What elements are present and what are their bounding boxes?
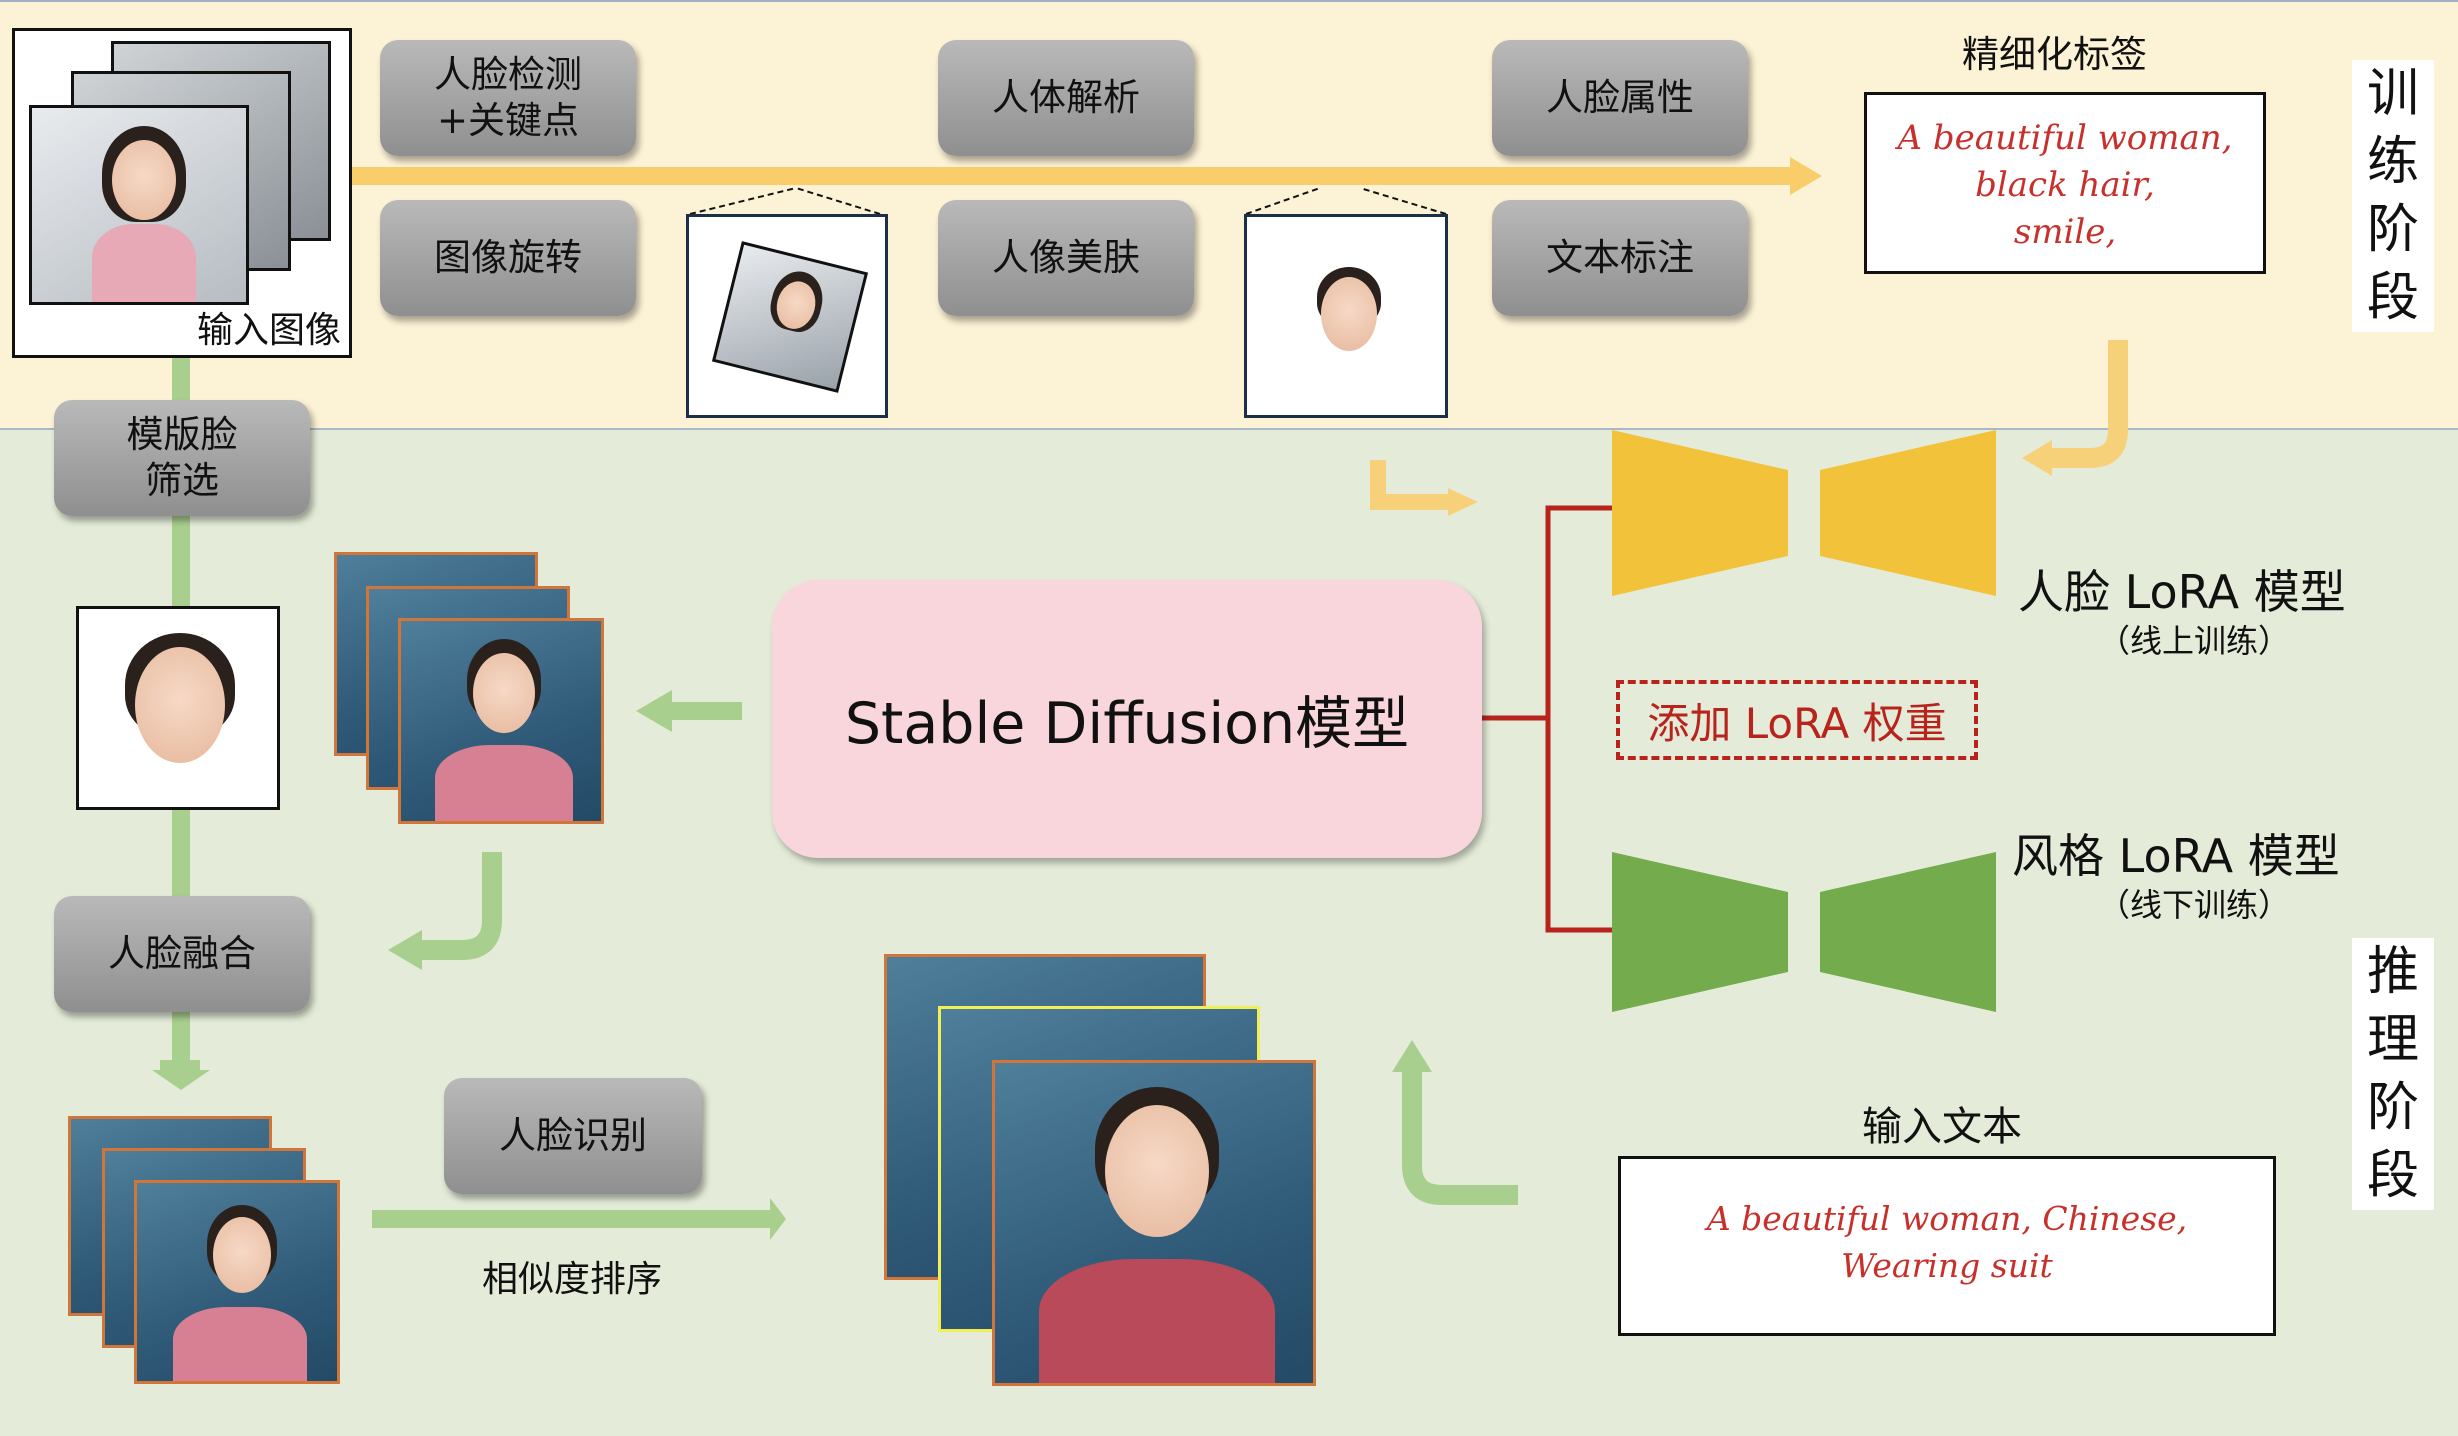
label-to-lora-arrow: [2048, 340, 2128, 468]
face-lora-label: 人脸 LoRA 模型: [2018, 565, 2346, 619]
text-to-model-arrow: [1402, 1070, 1518, 1205]
down-arrow-icon: [152, 1060, 210, 1090]
face-detect-button[interactable]: 人脸检测 +关键点: [380, 40, 636, 156]
fine-label-caption: A beautiful woman, black hair, smile,: [1864, 92, 2266, 274]
rotated-crop-photo: [711, 241, 869, 393]
text-label-button[interactable]: 文本标注: [1492, 200, 1748, 316]
similarity-label: 相似度排序: [482, 1259, 663, 1300]
input-text-caption[interactable]: A beautiful woman, Chinese, Wearing suit: [1618, 1156, 2276, 1336]
body-parse-button[interactable]: 人体解析: [938, 40, 1194, 156]
style-lora-encoder-shape: [1612, 852, 1788, 1012]
style-lora-decoder-shape: [1820, 852, 1996, 1012]
generated-photo-front: [398, 618, 604, 824]
skin-beauty-button[interactable]: 人像美肤: [938, 200, 1194, 316]
add-lora-weight-box: 添加 LoRA 权重: [1616, 680, 1978, 760]
face-lora-sub: （线上训练）: [2098, 622, 2291, 660]
style-lora-sub: （线下训练）: [2098, 886, 2291, 924]
inference-stage-label: 推理阶段: [2352, 938, 2434, 1210]
face-crop-icon: [1321, 277, 1377, 351]
preprocess-arrow-head-icon: [1790, 157, 1822, 195]
fine-label-title: 精细化标签: [1962, 33, 2147, 76]
template-select-button[interactable]: 模版脸 筛选: [54, 400, 310, 516]
similarity-arrow: [372, 1210, 772, 1228]
input-text-title: 输入文本: [1862, 1104, 2022, 1150]
left-arrow-icon: [636, 690, 672, 732]
template-face-icon: [135, 647, 225, 763]
curved-arrow-head-icon: [2022, 440, 2052, 476]
face-crop-panel: [1244, 214, 1448, 418]
stable-diffusion-label: Stable Diffusion模型: [844, 691, 1410, 757]
rotate-button[interactable]: 图像旋转: [380, 200, 636, 316]
rotated-crop-panel: [686, 214, 888, 418]
face-fusion-button[interactable]: 人脸融合: [54, 896, 310, 1012]
template-face-panel: [76, 606, 280, 810]
input-photo-front: [29, 105, 249, 305]
face-lora-decoder-shape: [1820, 430, 1996, 596]
input-image-label: 输入图像: [196, 310, 341, 351]
result-photo-final: [992, 1060, 1316, 1386]
preprocess-arrow: [352, 167, 1792, 185]
face-recognition-button[interactable]: 人脸识别: [444, 1078, 702, 1194]
fused-photo-front: [134, 1180, 340, 1384]
stable-diffusion-box[interactable]: Stable Diffusion模型: [772, 580, 1482, 858]
face-attr-button[interactable]: 人脸属性: [1492, 40, 1748, 156]
input-image-panel: 输入图像: [12, 28, 352, 358]
face-lora-encoder-shape: [1612, 430, 1788, 596]
style-lora-label: 风格 LoRA 模型: [2012, 829, 2340, 883]
training-stage-label: 训练阶段: [2352, 60, 2434, 332]
generated-to-fusion-arrow: [420, 852, 502, 960]
train-bent-arrow: [1370, 460, 1450, 510]
add-lora-weight-label: 添加 LoRA 权重: [1647, 698, 1947, 748]
bent-arrow-head-icon: [1448, 488, 1478, 516]
